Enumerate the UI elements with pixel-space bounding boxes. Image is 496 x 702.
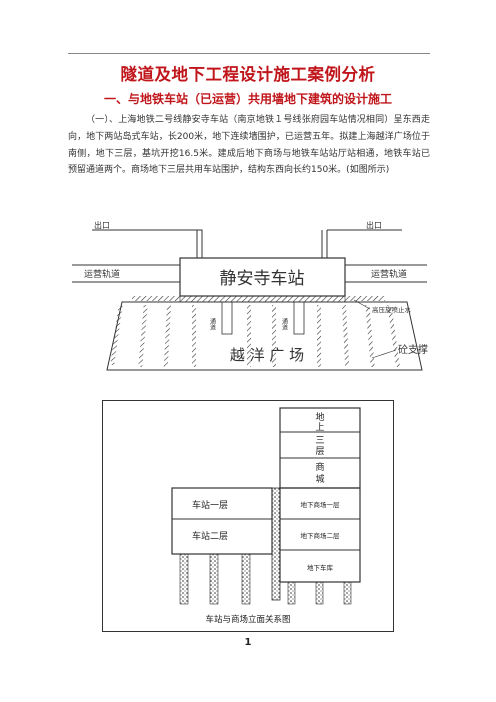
support-label: 砼支撑: [398, 343, 428, 356]
garage-label: 地下车库: [307, 563, 334, 572]
mall-above-line3: 三: [315, 436, 324, 446]
track-right-label: 运营轨道: [371, 268, 407, 280]
mall-above-line2: 上: [315, 422, 324, 433]
header-rule: [68, 53, 430, 54]
elevation-figure: 地 上 三 层 商 城 地下商场一层 地下商场二层 地下车库 车站一层 车站二层…: [102, 400, 394, 632]
mall-above-line6: 城: [315, 474, 324, 485]
mall-above-line4: 层: [315, 446, 324, 457]
section-heading: 一、与地铁车站（已运营）共用墙地下建筑的设计施工: [103, 92, 392, 106]
exit-right-label: 出口: [366, 220, 382, 230]
station-plan-figure: 出口 出口 静安寺车站 运营轨道 运营轨道 高压旋喷止水 通道 通道 越 洋 广…: [72, 220, 428, 371]
station-name-label: 静安寺车站: [220, 269, 305, 289]
station-floor2-label: 车站二层: [192, 530, 228, 542]
station-floor1-label: 车站一层: [192, 499, 228, 511]
plaza-name-label: 越 洋 广 场: [230, 346, 304, 364]
elevation-caption: 车站与商场立面关系图: [205, 614, 290, 625]
body-paragraph: （一）、上海地铁二号线静安寺车站（南京地铁１号线张府园车站情况相同）呈东西走向，…: [68, 115, 430, 176]
passage-left-label: 通道: [209, 317, 216, 331]
foundation-piles: [179, 553, 352, 605]
track-left-label: 运营轨道: [84, 268, 120, 280]
mall-above-line5: 商: [315, 461, 324, 473]
concrete-struts: [110, 305, 401, 367]
mall-b2-label: 地下商场二层: [301, 531, 341, 540]
mall-b1-label: 地下商场一层: [301, 500, 341, 509]
mall-above-line1: 地: [315, 411, 324, 423]
page-number: 1: [244, 637, 252, 648]
document-title: 隧道及地下工程设计施工案例分析: [120, 65, 376, 84]
passage-right-label: 通道: [281, 317, 288, 331]
exit-left-label: 出口: [94, 220, 110, 230]
